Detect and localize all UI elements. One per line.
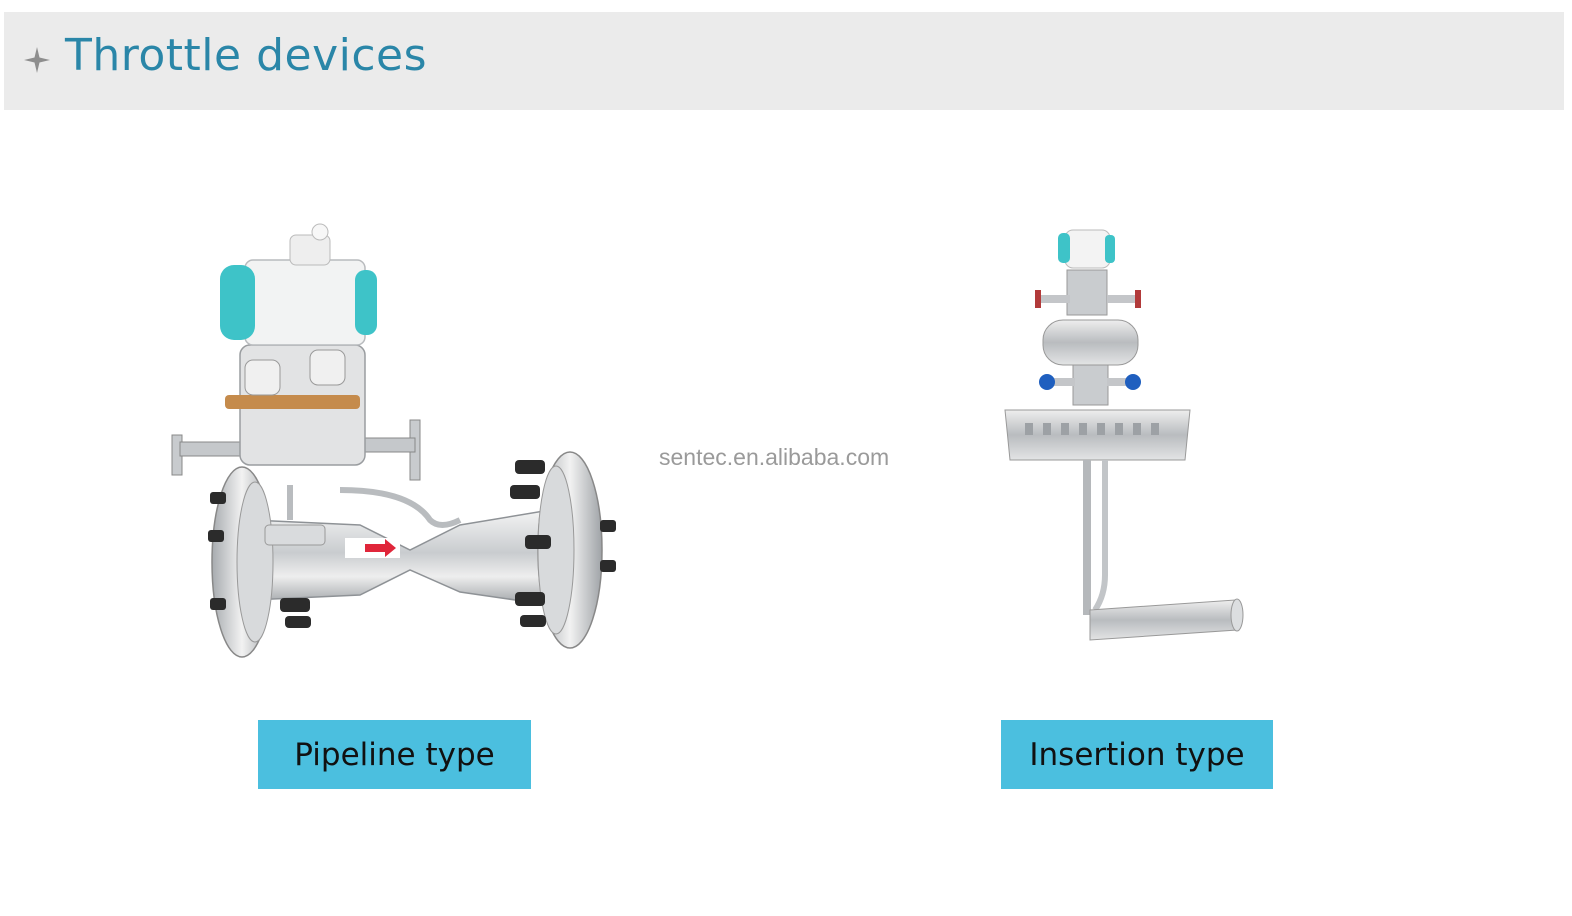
pipeline-type-label: Pipeline type bbox=[258, 720, 531, 789]
page-title: Throttle devices bbox=[65, 30, 428, 81]
pipeline-flow-meter-photo bbox=[171, 223, 616, 658]
header-bar bbox=[4, 12, 1564, 110]
four-point-star-icon bbox=[24, 47, 50, 73]
insertion-type-label: Insertion type bbox=[1001, 720, 1273, 789]
insertion-flow-meter-photo bbox=[1004, 229, 1244, 641]
watermark-text: sentec.en.alibaba.com bbox=[659, 444, 890, 470]
